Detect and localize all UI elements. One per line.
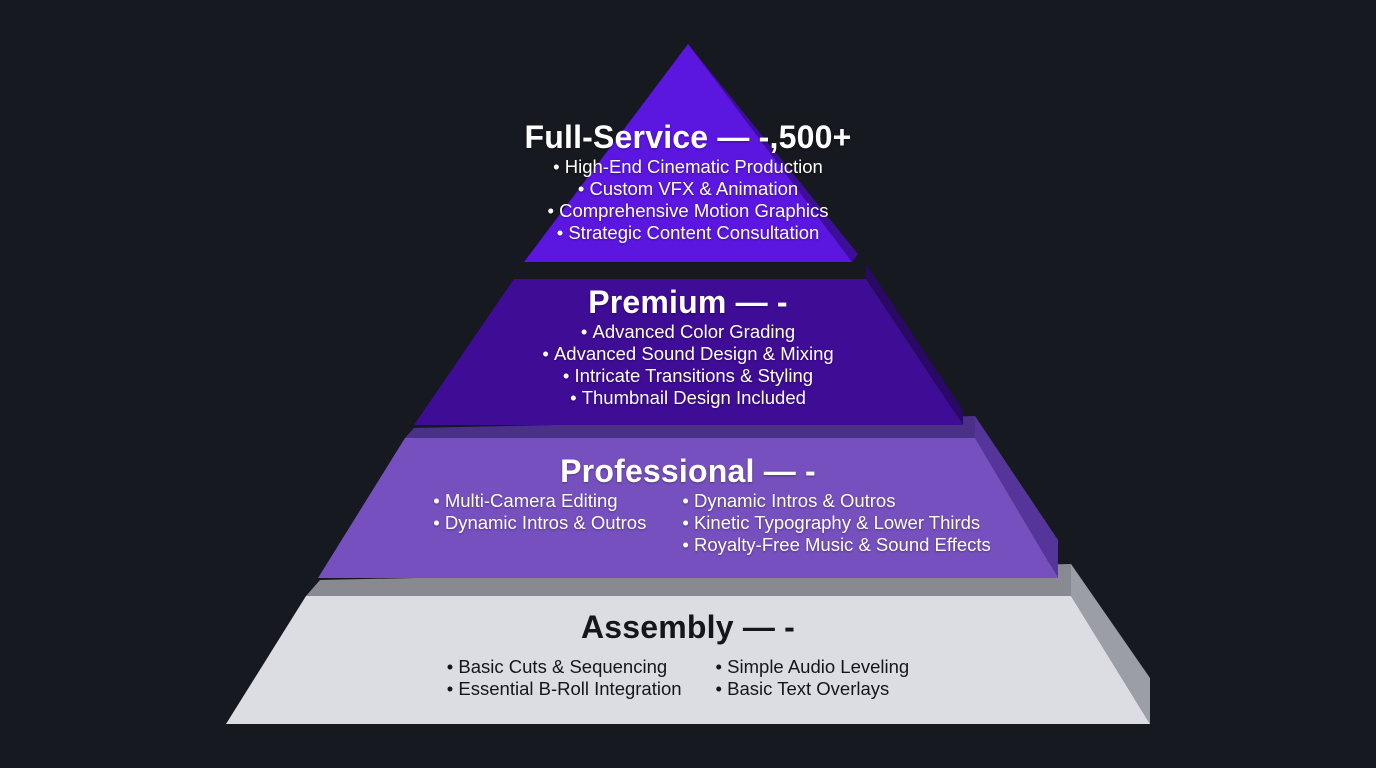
tier-assembly: Assembly — - Basic Cuts & SequencingEsse…: [0, 608, 1376, 700]
feature-item: Advanced Color Grading: [0, 321, 1376, 343]
feature-item: Dynamic Intros & Outros: [682, 490, 990, 512]
tier-assembly-side-face: [1071, 564, 1150, 724]
feature-item: Strategic Content Consultation: [0, 222, 1376, 244]
tier-premium-title: Premium — -: [588, 284, 788, 320]
feature-item: Comprehensive Motion Graphics: [0, 200, 1376, 222]
feature-item: High-End Cinematic Production: [0, 156, 1376, 178]
tier-premium: Premium — - Advanced Color GradingAdvanc…: [0, 283, 1376, 409]
feature-item: Thumbnail Design Included: [0, 387, 1376, 409]
tier-assembly-features-left: Basic Cuts & SequencingEssential B-Roll …: [447, 656, 682, 700]
tier-assembly-features-right: Simple Audio LevelingBasic Text Overlays: [716, 656, 910, 700]
feature-item: Advanced Sound Design & Mixing: [0, 343, 1376, 365]
tier-full-service: Full-Service — -,500+ High-End Cinematic…: [0, 118, 1376, 244]
tier-full-service-title: Full-Service — -,500+: [524, 119, 852, 155]
tier-professional-title: Professional — -: [560, 453, 816, 489]
tier-full-service-features: High-End Cinematic ProductionCustom VFX …: [0, 156, 1376, 244]
feature-item: Royalty-Free Music & Sound Effects: [682, 534, 991, 556]
feature-item: Essential B-Roll Integration: [447, 678, 681, 700]
feature-item: Basic Text Overlays: [716, 678, 910, 700]
tier-professional: Professional — - Multi-Camera EditingDyn…: [0, 452, 1376, 556]
tier-professional-features-left: Multi-Camera EditingDynamic Intros & Out…: [433, 490, 647, 556]
feature-item: Kinetic Typography & Lower Thirds: [682, 512, 990, 534]
tier-professional-side-face: [975, 416, 1058, 578]
feature-item: Multi-Camera Editing: [433, 490, 646, 512]
feature-item: Custom VFX & Animation: [0, 178, 1376, 200]
feature-item: Dynamic Intros & Outros: [433, 512, 647, 534]
feature-item: Intricate Transitions & Styling: [0, 365, 1376, 387]
tier-professional-features-right: Dynamic Intros & OutrosKinetic Typograph…: [682, 490, 991, 556]
feature-item: Basic Cuts & Sequencing: [447, 656, 682, 678]
tier-assembly-title: Assembly — -: [580, 609, 796, 645]
feature-item: Simple Audio Leveling: [716, 656, 909, 678]
tier-premium-features: Advanced Color GradingAdvanced Sound Des…: [0, 321, 1376, 409]
